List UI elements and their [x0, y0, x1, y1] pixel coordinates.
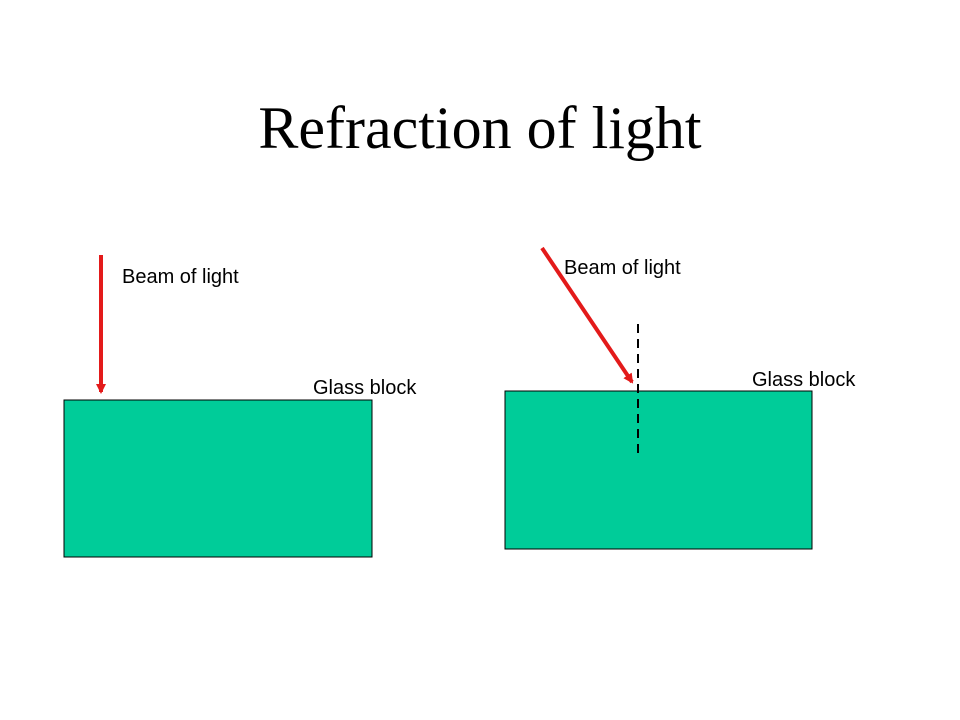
beam-arrow-right — [540, 246, 634, 384]
glass-block-right — [504, 390, 813, 550]
beam-label-left: Beam of light — [122, 266, 239, 288]
glass-block-label-left: Glass block — [313, 377, 417, 399]
beam-label-right: Beam of light — [564, 257, 681, 279]
slide-title: Refraction of light — [258, 95, 702, 161]
glass-block-label-right: Glass block — [752, 369, 856, 391]
glass-block-left — [63, 399, 373, 558]
